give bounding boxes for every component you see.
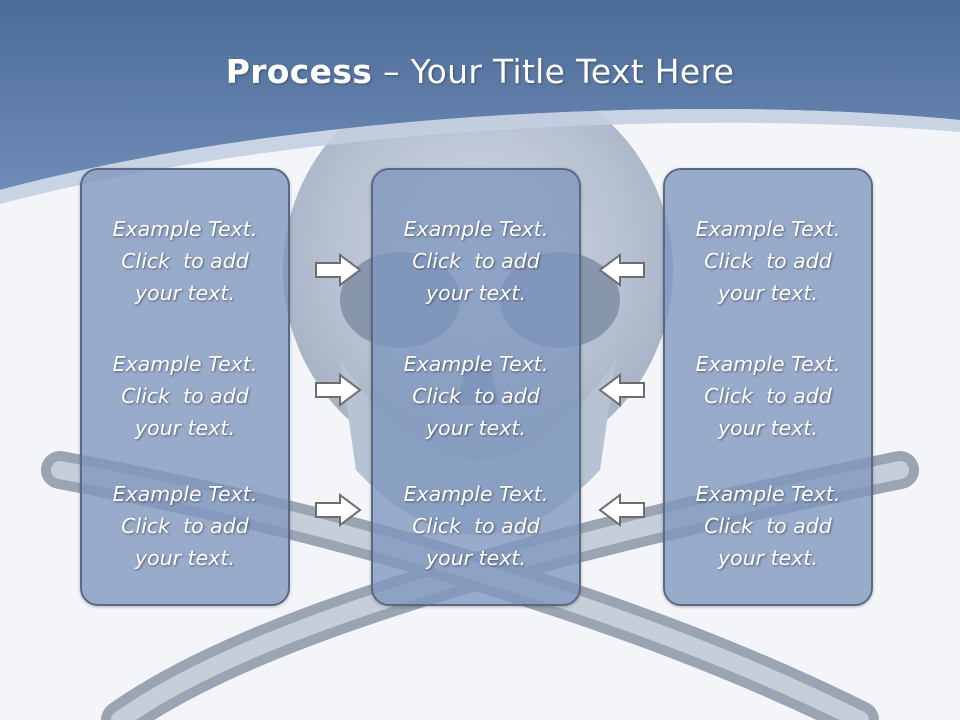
right-arrow-icon [314,372,362,408]
text-line: Example Text. [112,217,258,241]
text-line: your text. [135,281,235,305]
text-line: Click to add [121,514,249,538]
text-placeholder[interactable]: Example Text. Click to add your text. [373,348,579,444]
text-line: Example Text. [403,217,549,241]
text-line: Click to add [412,514,540,538]
center-column-box[interactable]: Example Text. Click to add your text. Ex… [371,168,581,606]
page-title: Process – Your Title Text Here [0,52,960,91]
text-line: your text. [426,281,526,305]
right-column-box[interactable]: Example Text. Click to add your text. Ex… [663,168,873,606]
text-line: Example Text. [403,482,549,506]
text-line: Example Text. [112,352,258,376]
text-line: Click to add [121,249,249,273]
text-placeholder[interactable]: Example Text. Click to add your text. [665,478,871,574]
right-arrow-icon [314,252,362,288]
text-placeholder[interactable]: Example Text. Click to add your text. [82,478,288,574]
text-placeholder[interactable]: Example Text. Click to add your text. [82,348,288,444]
text-line: Click to add [412,249,540,273]
text-placeholder[interactable]: Example Text. Click to add your text. [665,348,871,444]
text-line: Example Text. [112,482,258,506]
text-placeholder[interactable]: Example Text. Click to add your text. [665,213,871,309]
right-arrow-icon [314,492,362,528]
text-line: Example Text. [695,482,841,506]
text-line: Click to add [704,384,832,408]
text-line: your text. [135,416,235,440]
text-line: your text. [426,416,526,440]
title-bold: Process [225,52,373,91]
text-line: your text. [135,546,235,570]
text-line: Click to add [704,249,832,273]
left-column-box[interactable]: Example Text. Click to add your text. Ex… [80,168,290,606]
text-line: your text. [718,546,818,570]
text-line: your text. [426,546,526,570]
text-line: Click to add [412,384,540,408]
text-placeholder[interactable]: Example Text. Click to add your text. [373,213,579,309]
text-line: Example Text. [695,352,841,376]
text-placeholder[interactable]: Example Text. Click to add your text. [373,478,579,574]
left-arrow-icon [598,492,646,528]
left-arrow-icon [598,372,646,408]
text-line: Example Text. [403,352,549,376]
text-line: Click to add [704,514,832,538]
text-line: Example Text. [695,217,841,241]
text-line: your text. [718,416,818,440]
title-rest: – Your Title Text Here [372,52,735,91]
text-line: your text. [718,281,818,305]
left-arrow-icon [598,252,646,288]
text-line: Click to add [121,384,249,408]
text-placeholder[interactable]: Example Text. Click to add your text. [82,213,288,309]
